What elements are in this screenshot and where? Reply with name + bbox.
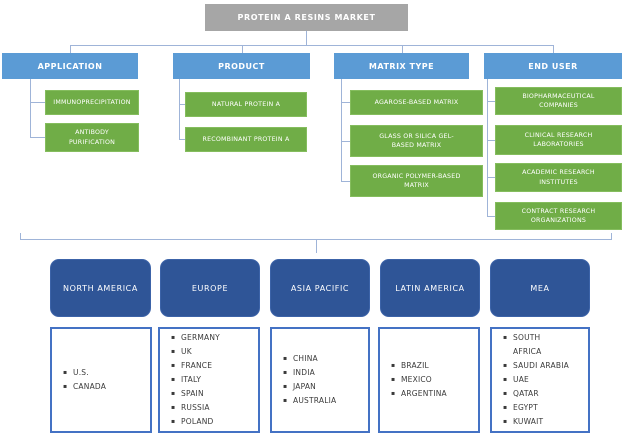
country-item: ARGENTINA xyxy=(390,387,474,401)
connector-stub xyxy=(341,102,350,103)
country-item: INDIA xyxy=(282,366,364,380)
country-item: AUSTRALIA xyxy=(282,394,364,408)
region-europe: EUROPE xyxy=(160,259,260,317)
countries-north-america: U.S. CANADA xyxy=(50,327,152,433)
child-organic-polymer-matrix: ORGANIC POLYMER-BASED MATRIX xyxy=(350,165,483,197)
connector-stub xyxy=(341,181,350,182)
country-item: BRAZIL xyxy=(390,359,474,373)
country-item: ITALY xyxy=(170,373,254,387)
connector-root-drop xyxy=(306,31,307,45)
countries-mea: SOUTH AFRICA SAUDI ARABIA UAE QATAR EGYP… xyxy=(490,327,590,433)
connector-stub xyxy=(487,101,495,102)
child-antibody-purification: ANTIBODY PURIFICATION xyxy=(45,123,139,152)
connector-drop-application xyxy=(70,45,71,53)
country-item: RUSSIA xyxy=(170,401,254,415)
segment-end-user: END USER xyxy=(484,53,622,79)
countries-latin-america: BRAZIL MEXICO ARGENTINA xyxy=(378,327,480,433)
country-item: SAUDI ARABIA xyxy=(502,359,584,373)
country-item: UK xyxy=(170,345,254,359)
child-clinical-research-laboratories: CLINICAL RESEARCH LABORATORIES xyxy=(495,125,622,155)
child-biopharmaceutical-companies: BIOPHARMACEUTICAL COMPANIES xyxy=(495,87,622,115)
connector-drop-matrix-type xyxy=(402,45,403,53)
country-item: EGYPT xyxy=(502,401,584,415)
country-item: CHINA xyxy=(282,352,364,366)
connector-col-product xyxy=(179,79,180,140)
country-item: UAE xyxy=(502,373,584,387)
country-item: POLAND xyxy=(170,415,254,429)
connector-stub xyxy=(30,137,45,138)
countries-asia-pacific: CHINA INDIA JAPAN AUSTRALIA xyxy=(270,327,370,433)
child-glass-silica-gel-matrix: GLASS OR SILICA GEL- BASED MATRIX xyxy=(350,125,483,157)
country-item: GERMANY xyxy=(170,331,254,345)
segment-application: APPLICATION xyxy=(2,53,138,79)
root-title: PROTEIN A RESINS MARKET xyxy=(205,4,408,31)
child-contract-research-organizations: CONTRACT RESEARCH ORGANIZATIONS xyxy=(495,202,622,230)
connector-bracket-tick-left xyxy=(20,233,21,239)
connector-drop-product xyxy=(242,45,243,53)
connector-stub xyxy=(179,139,185,140)
country-item: U.S. xyxy=(62,366,146,380)
country-item: KUWAIT xyxy=(502,415,584,429)
child-agarose-based-matrix: AGAROSE-BASED MATRIX xyxy=(350,90,483,115)
child-academic-research-institutes: ACADEMIC RESEARCH INSTITUTES xyxy=(495,163,622,192)
region-mea: MEA xyxy=(490,259,590,317)
country-item: SOUTH AFRICA xyxy=(502,331,584,359)
country-item: JAPAN xyxy=(282,380,364,394)
connector-bracket-tick-right xyxy=(611,233,612,239)
country-item: MEXICO xyxy=(390,373,474,387)
connector-bracket-drop xyxy=(316,239,317,253)
segment-matrix-type: MATRIX TYPE xyxy=(334,53,469,79)
connector-stub xyxy=(179,104,185,105)
countries-europe: GERMANY UK FRANCE ITALY SPAIN RUSSIA POL… xyxy=(158,327,260,433)
region-north-america: NORTH AMERICA xyxy=(50,259,151,317)
region-latin-america: LATIN AMERICA xyxy=(380,259,480,317)
country-item: SPAIN xyxy=(170,387,254,401)
connector-col-application xyxy=(30,79,31,138)
connector-segments-rail xyxy=(70,45,554,46)
country-item: QATAR xyxy=(502,387,584,401)
country-item: FRANCE xyxy=(170,359,254,373)
child-natural-protein-a: NATURAL PROTEIN A xyxy=(185,92,307,117)
connector-stub xyxy=(341,141,350,142)
child-immunoprecipitation: IMMUNOPRECIPITATION xyxy=(45,90,139,115)
connector-stub xyxy=(487,140,495,141)
child-recombinant-protein-a: RECOMBINANT PROTEIN A xyxy=(185,127,307,152)
country-item: CANADA xyxy=(62,380,146,394)
connector-col-matrix-type xyxy=(341,79,342,181)
connector-stub xyxy=(487,216,495,217)
segment-product: PRODUCT xyxy=(173,53,310,79)
region-asia-pacific: ASIA PACIFIC xyxy=(270,259,370,317)
connector-col-end-user xyxy=(487,79,488,216)
connector-drop-end-user xyxy=(553,45,554,53)
connector-stub xyxy=(30,102,45,103)
connector-stub xyxy=(487,177,495,178)
